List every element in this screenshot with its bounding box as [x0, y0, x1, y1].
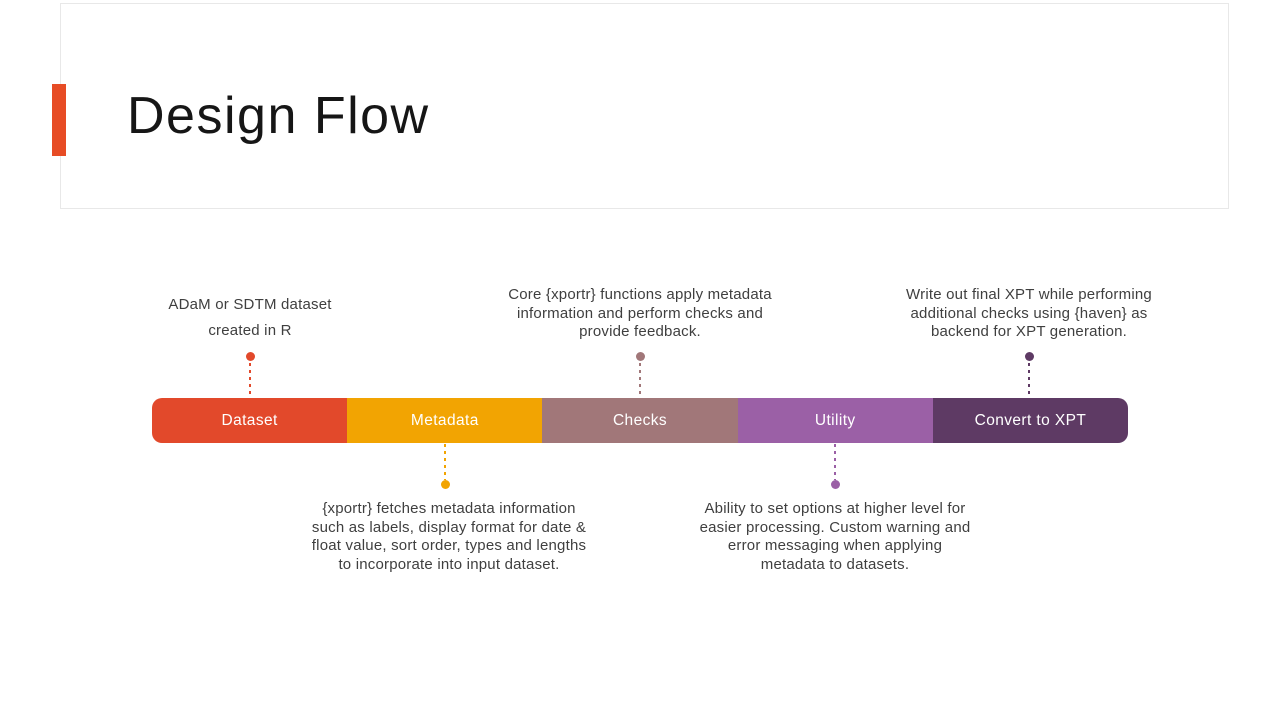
flow-segment-label: Utility [814, 411, 856, 429]
flow-segment-label: Metadata [410, 411, 479, 429]
flow-segment-label: Convert to XPT [974, 411, 1087, 429]
connector-line-dataset [249, 363, 251, 398]
slide-title: Design Flow [127, 87, 430, 145]
connector-line-checks [639, 363, 641, 398]
annotation-line: ADaM or SDTM dataset [168, 296, 332, 313]
flow-segment-utility: Utility [737, 398, 933, 443]
flow-segment-convert-to-xpt: Convert to XPT [932, 398, 1128, 443]
title-box [60, 3, 1229, 209]
flow-segment-label: Dataset [221, 411, 278, 429]
connector-dot-checks [636, 352, 645, 361]
annotation-line: additional checks using {haven} as [910, 304, 1148, 322]
flow-segment-checks: Checks [542, 398, 738, 443]
connector-line-convert [1028, 363, 1030, 398]
connector-dot-dataset [246, 352, 255, 361]
annotation-line: metadata to datasets. [760, 555, 910, 573]
annotation-line: {xportr} fetches metadata information [322, 500, 576, 517]
flow-segment-dataset: Dataset [152, 398, 348, 443]
flow-segment-label: Checks [612, 411, 668, 429]
annotation-line: such as labels, display format for date … [311, 518, 587, 536]
connector-dot-utility [831, 480, 840, 489]
annotation-line: Core {xportr} functions apply metadata [508, 286, 772, 303]
annotation-checks: Core {xportr} functions apply metadata i… [478, 286, 802, 342]
annotation-line: error messaging when applying [727, 537, 943, 554]
flow-bar: Dataset Metadata Checks Utility Convert … [152, 398, 1128, 443]
annotation-line: Write out final XPT while performing [906, 286, 1152, 303]
annotation-line: float value, sort order, types and lengt… [311, 537, 587, 554]
annotation-line: backend for XPT generation. [930, 323, 1128, 340]
annotation-line: created in R [208, 322, 292, 339]
annotation-utility: Ability to set options at higher level f… [668, 500, 1002, 574]
annotation-line: provide feedback. [579, 323, 701, 340]
annotation-convert: Write out final XPT while performing add… [874, 286, 1184, 342]
annotation-line: to incorporate into input dataset. [338, 555, 560, 573]
annotation-line: information and perform checks and [516, 304, 764, 322]
title-accent-bar [52, 84, 66, 156]
annotation-metadata: {xportr} fetches metadata information su… [282, 500, 616, 574]
connector-line-metadata [444, 444, 446, 480]
connector-line-utility [834, 444, 836, 480]
annotation-line: Ability to set options at higher level f… [704, 500, 966, 517]
annotation-dataset: ADaM or SDTM dataset created in R [130, 292, 370, 344]
flow-segment-metadata: Metadata [347, 398, 543, 443]
annotation-line: easier processing. Custom warning and [699, 518, 971, 536]
connector-dot-metadata [441, 480, 450, 489]
connector-dot-convert [1025, 352, 1034, 361]
